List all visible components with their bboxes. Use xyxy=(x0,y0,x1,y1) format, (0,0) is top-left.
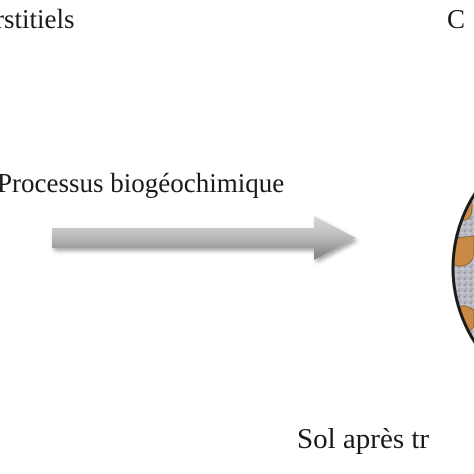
arrow-shape xyxy=(52,216,356,260)
soil-matrix xyxy=(453,131,474,405)
bottom-label: Sol après tr xyxy=(297,423,430,455)
aggregate-2 xyxy=(453,235,474,267)
sample-outline xyxy=(451,192,474,344)
process-label: Processus biogéochimique xyxy=(0,168,285,198)
process-arrow xyxy=(52,216,356,260)
top-left-label: rstitiels xyxy=(0,4,75,34)
soil-after-treatment-sample xyxy=(451,131,474,405)
top-right-label: C xyxy=(447,4,466,34)
aggregate-4 xyxy=(453,354,467,377)
